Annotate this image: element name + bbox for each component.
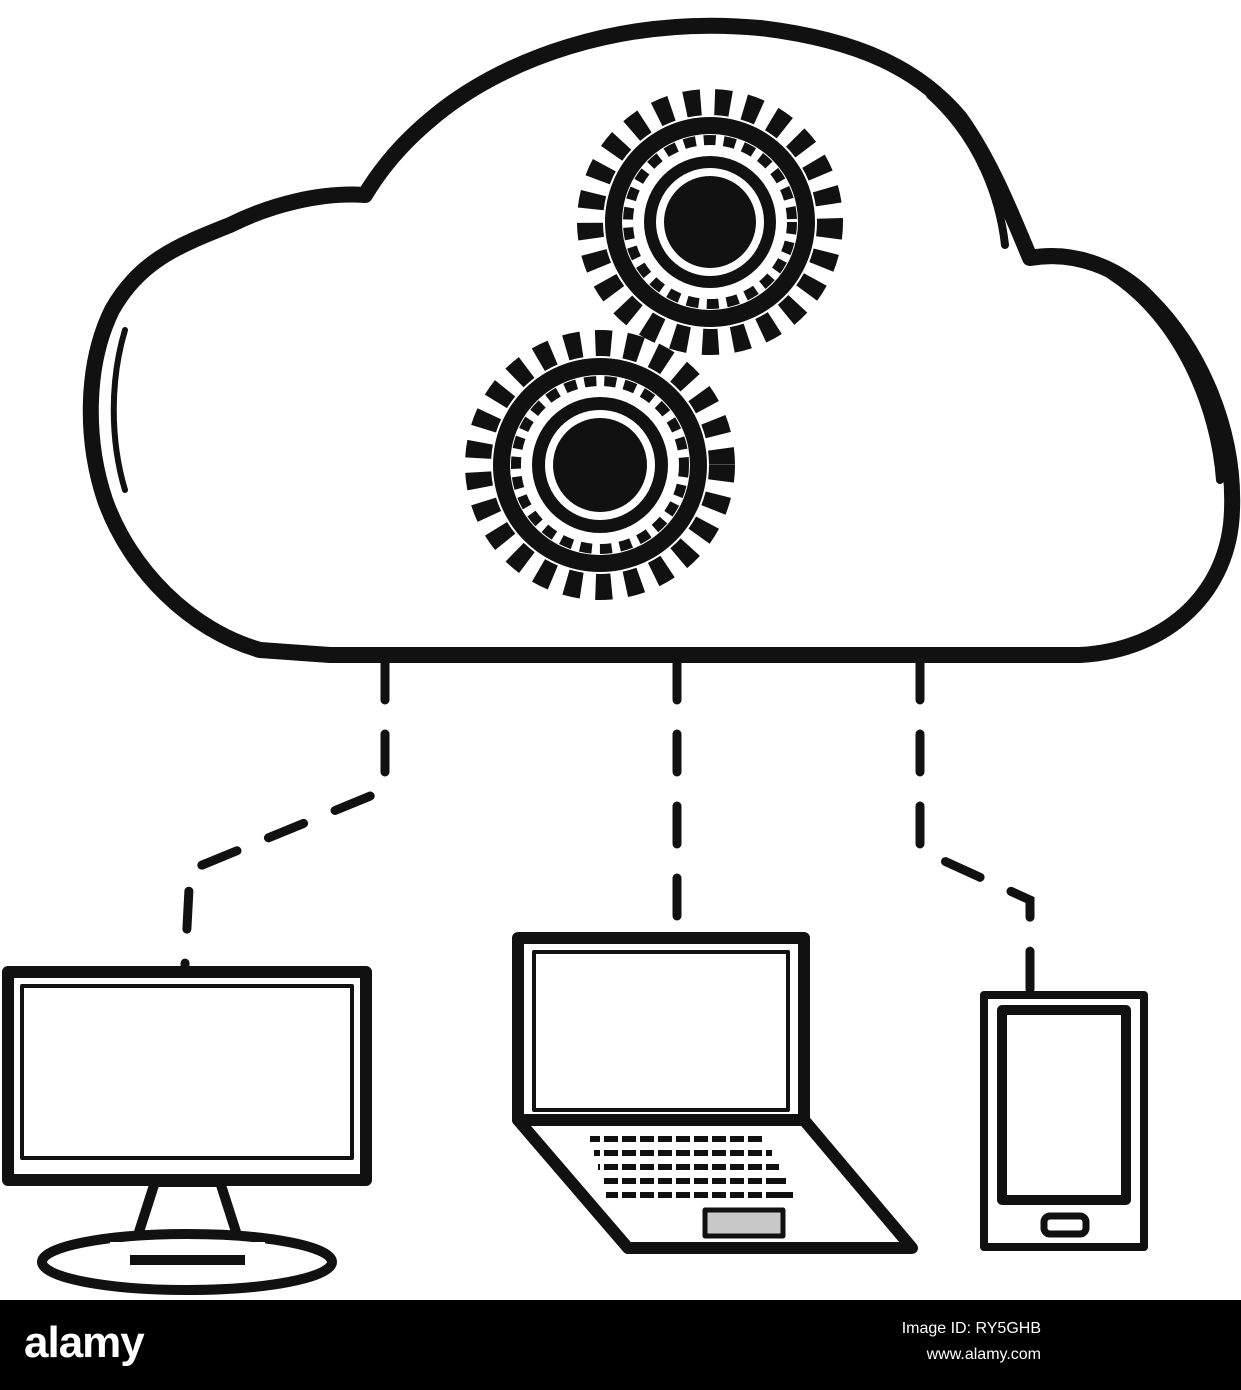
laptop-icon bbox=[512, 932, 918, 1254]
gear-lower-icon bbox=[465, 330, 735, 600]
smartphone-icon bbox=[980, 991, 1148, 1251]
cloud-computing-illustration bbox=[2, 17, 1241, 1295]
connection-line-desktop bbox=[180, 657, 390, 970]
gears-icon bbox=[465, 89, 843, 600]
footer-bar: alamy Image ID: RY5GHB www.alamy.com bbox=[0, 1300, 1241, 1390]
home-button-icon bbox=[1040, 1212, 1090, 1238]
desktop-monitor-icon bbox=[2, 966, 372, 1295]
gear-upper-icon bbox=[577, 89, 843, 355]
connection-line-phone bbox=[915, 657, 1035, 1000]
image-id-label: Image ID: RY5GHB bbox=[901, 1320, 1041, 1337]
connection-lines bbox=[180, 657, 1035, 1000]
cloud-icon bbox=[82, 17, 1241, 663]
brand-logo: alamy bbox=[24, 1318, 145, 1367]
site-url-label: www.alamy.com bbox=[926, 1346, 1041, 1363]
touchpad-icon bbox=[702, 1207, 786, 1239]
